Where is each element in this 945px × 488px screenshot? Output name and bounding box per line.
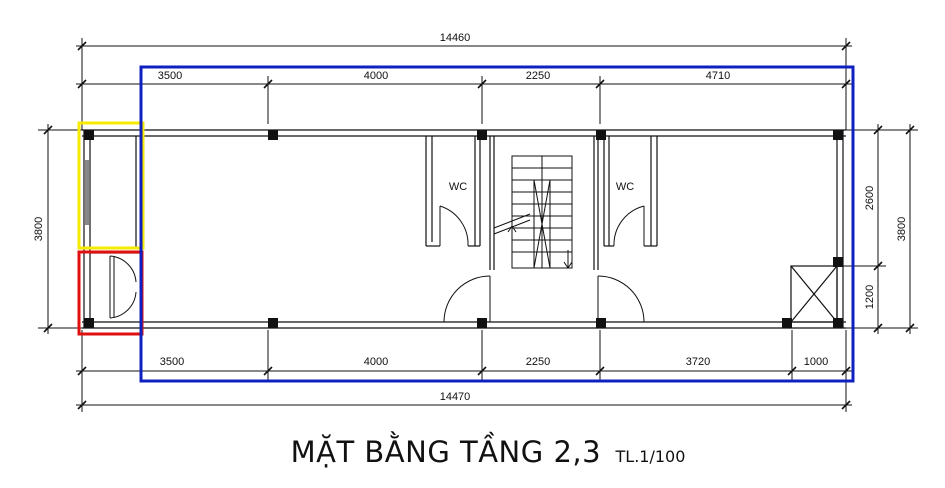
dim-right-total: 3800 <box>896 217 908 241</box>
dimension-ticks <box>43 41 915 410</box>
drawing-title: MẶT BẰNG TẦNG 2,3 TL.1/100 <box>291 432 686 469</box>
dim-bottom-seg-3: 2250 <box>526 356 550 368</box>
room-label-wc-right: WC <box>616 181 634 193</box>
dim-bottom-seg-4: 3720 <box>686 356 710 368</box>
dim-bottom-seg-5: 1000 <box>804 356 828 368</box>
window-left <box>85 160 89 225</box>
dim-bottom-total: 14470 <box>440 391 471 403</box>
stairs <box>493 155 573 269</box>
dim-top-total: 14460 <box>440 32 471 44</box>
walls <box>82 129 846 329</box>
dim-top-seg-1: 3500 <box>158 70 182 82</box>
highlight-box-blue <box>139 65 855 383</box>
dim-left-total: 3800 <box>33 217 45 241</box>
dim-bottom-seg-2: 4000 <box>364 356 388 368</box>
dim-top-seg-3: 2250 <box>526 70 550 82</box>
dim-top-seg-4: 4710 <box>706 70 730 82</box>
title-scale: TL.1/100 <box>615 447 686 466</box>
columns <box>84 130 843 328</box>
highlight-box-yellow <box>77 121 145 250</box>
title-main: MẶT BẰNG TẦNG 2,3 <box>291 432 601 469</box>
dim-right-upper: 2600 <box>864 186 876 210</box>
room-label-wc-left: WC <box>449 181 467 193</box>
dim-top-seg-2: 4000 <box>364 70 388 82</box>
dim-bottom-seg-1: 3500 <box>160 356 184 368</box>
doors <box>109 205 645 323</box>
dim-right-lower: 1200 <box>864 285 876 309</box>
